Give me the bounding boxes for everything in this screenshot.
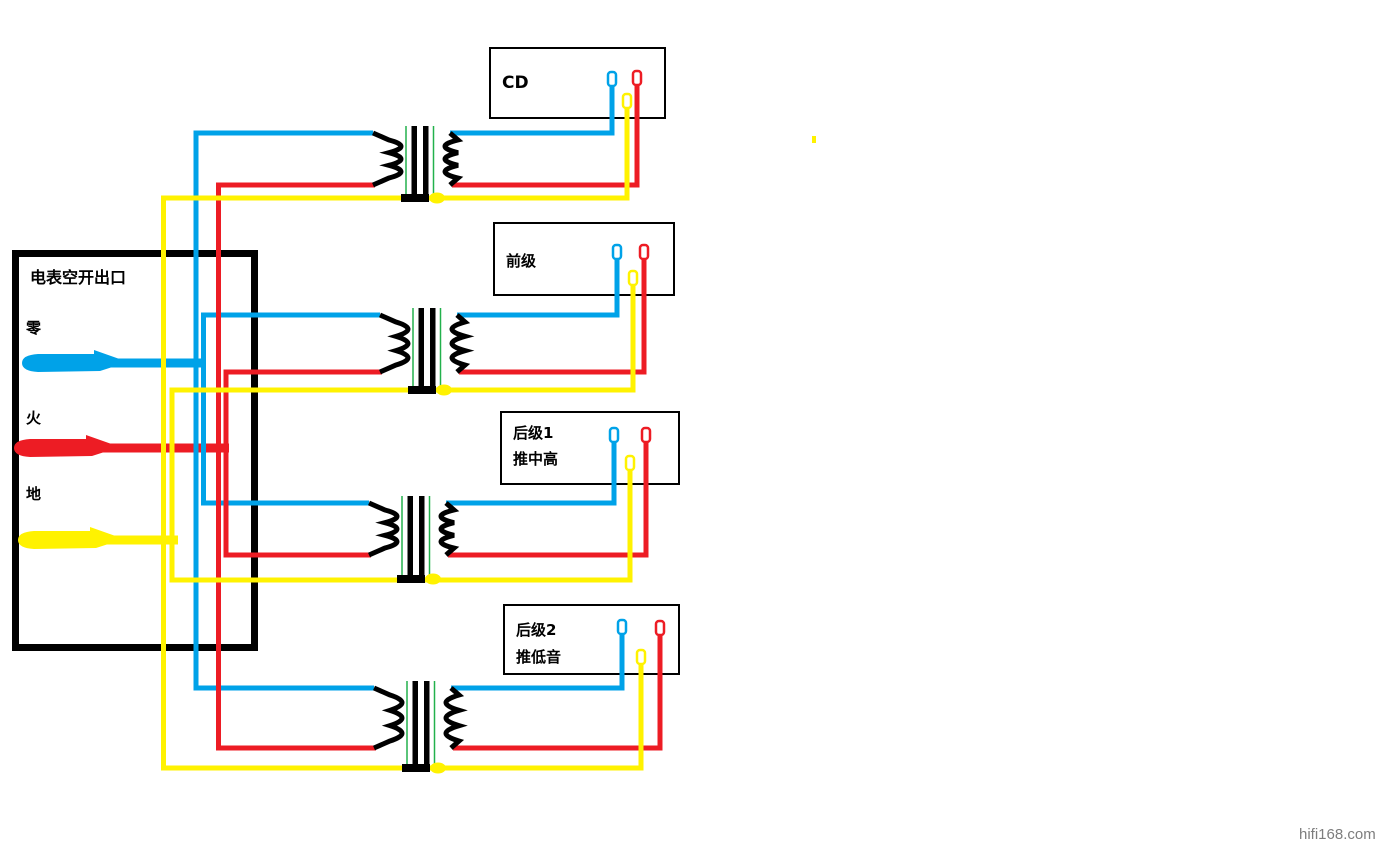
device-sublabel-poweramp2: 推低音: [516, 648, 562, 666]
transformer-2-ground-dot: [436, 384, 452, 396]
transformer-4-ground-bar: [402, 764, 430, 772]
terminal-label-neutral: 零: [26, 319, 42, 337]
device-label-poweramp2: 后级2: [516, 621, 557, 639]
transformer-3-ground-bar: [397, 575, 425, 583]
device-label-cd: CD: [502, 73, 529, 93]
transformer-2-ground-bar: [408, 386, 436, 394]
device-box-poweramp2: 后级2 推低音: [503, 604, 680, 675]
transformer-4-ground-dot: [430, 762, 446, 774]
device-box-cd: CD: [489, 47, 666, 119]
transformer-4-primary-coil: [372, 685, 405, 751]
device-sublabel-poweramp1: 推中高: [513, 450, 559, 468]
device-label-poweramp1: 后级1: [513, 424, 554, 442]
terminal-label-live: 火: [26, 409, 42, 427]
transformer-1-ground-bar: [401, 194, 429, 202]
transformer-2-primary-coil: [378, 312, 411, 375]
transformer-1-ground-dot: [429, 192, 445, 204]
transformer-3-core-bar-right: [419, 496, 425, 583]
transformer-3-secondary-coil: [438, 501, 460, 557]
transformer-2-core-bar-right: [430, 308, 436, 394]
transformer-3-core-bar-left: [407, 496, 413, 583]
transformer-1-secondary-coil: [442, 131, 464, 187]
device-box-preamp: 前级: [493, 222, 675, 296]
transformer-3-ground-dot: [425, 573, 441, 585]
device-box-poweramp1: 后级1 推中高: [500, 411, 680, 485]
transformer-4-core-bar-right: [424, 681, 430, 772]
transformer-1-core-bar-left: [411, 126, 417, 202]
transformer-1-primary-coil: [371, 130, 404, 188]
device-label-preamp: 前级: [506, 252, 537, 270]
meter-breaker-panel: [12, 250, 258, 651]
terminal-label-ground: 地: [26, 485, 42, 503]
transformer-4-core-bar-left: [412, 681, 418, 772]
transformer-4-secondary-coil: [443, 686, 468, 750]
transformer-1-core-bar-right: [423, 126, 429, 202]
stray-yellow-mark: [812, 136, 816, 143]
transformer-3-primary-coil: [367, 500, 400, 558]
transformer-2-secondary-coil: [449, 313, 475, 374]
watermark: hifi168.com: [1299, 826, 1376, 843]
transformer-2-core-bar-left: [418, 308, 424, 394]
panel-title: 电表空开出口: [30, 268, 127, 287]
